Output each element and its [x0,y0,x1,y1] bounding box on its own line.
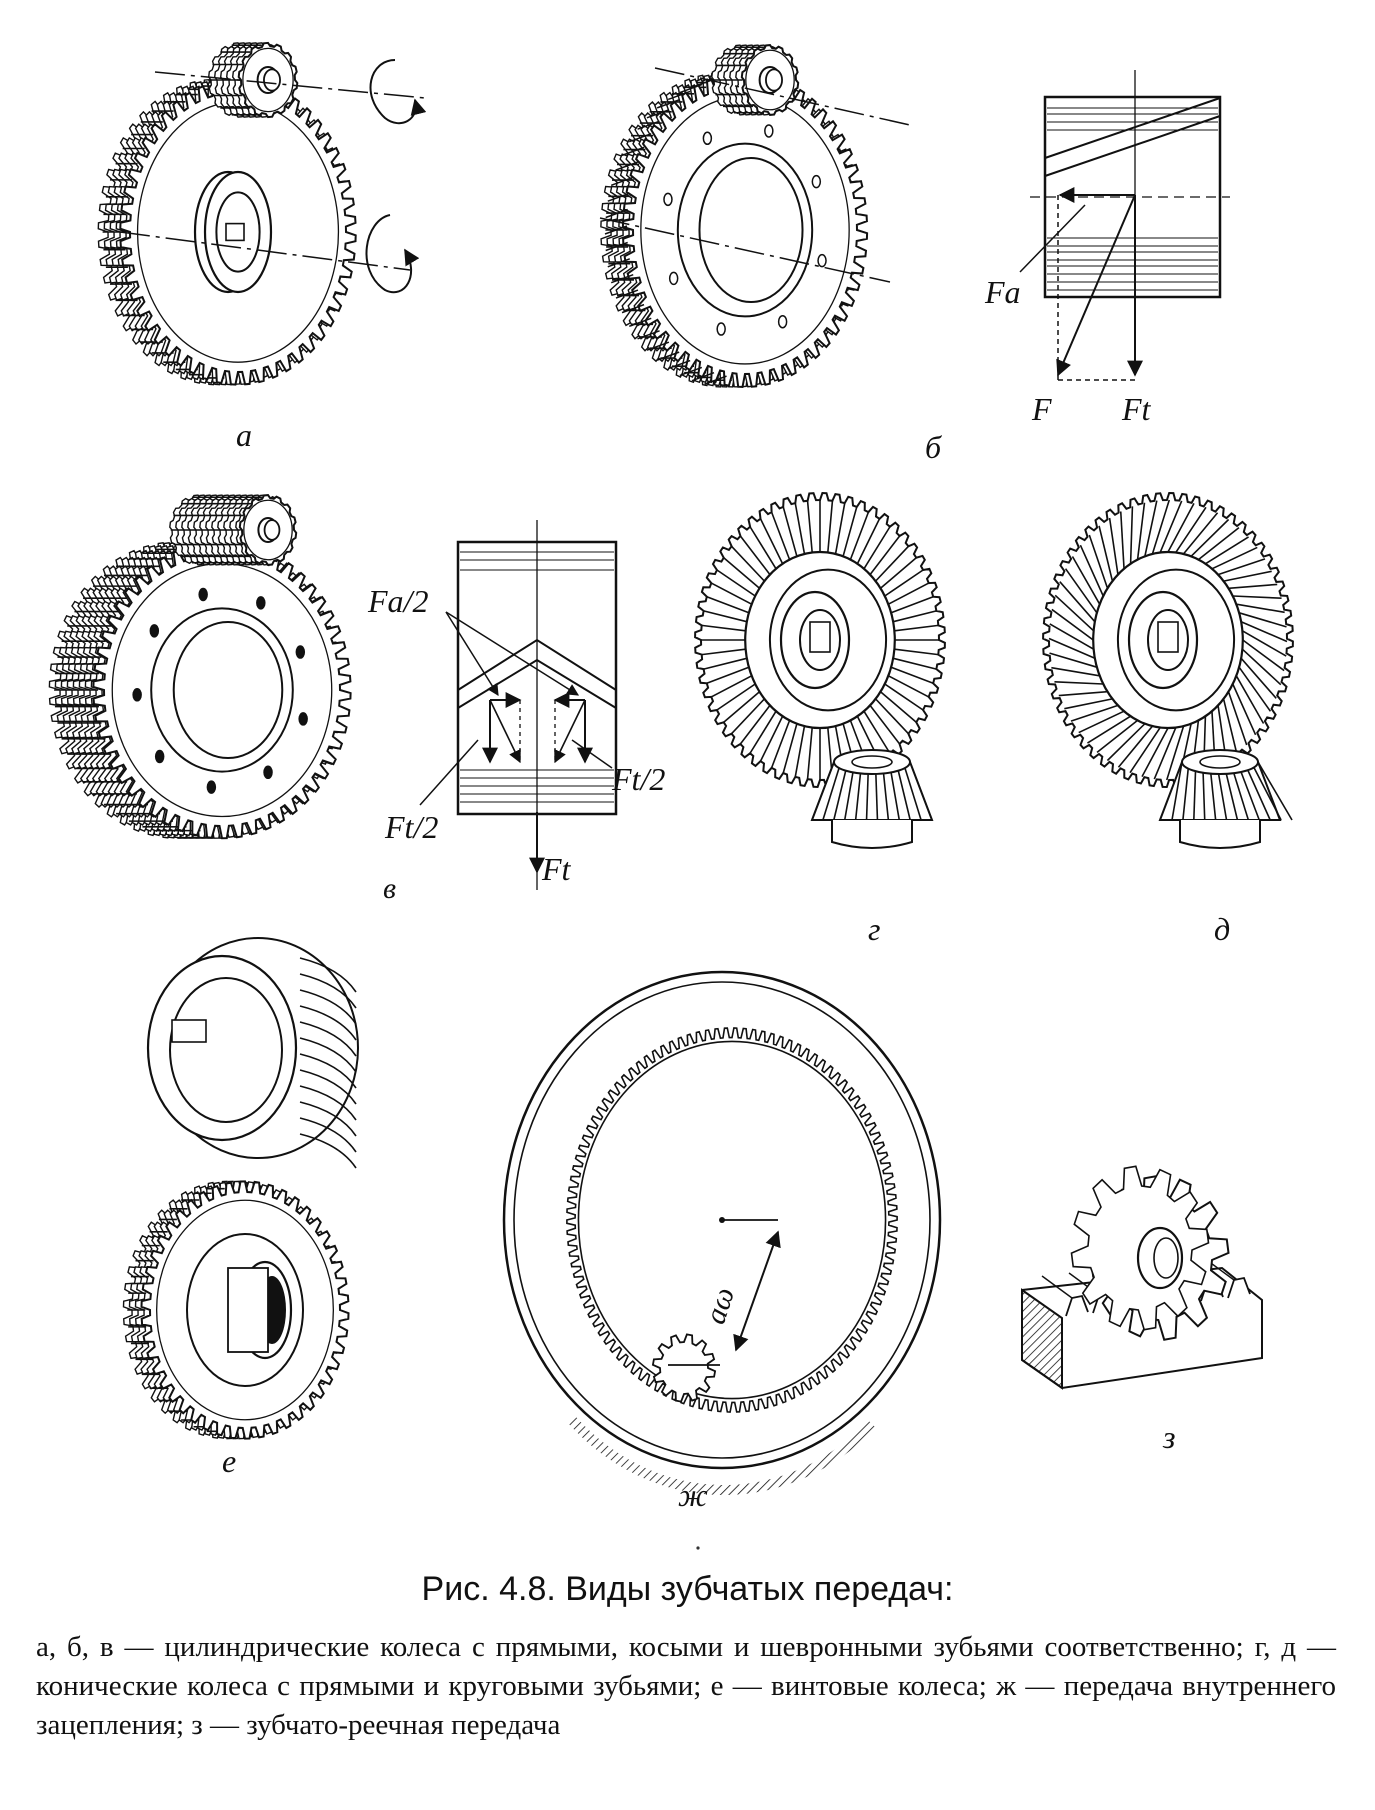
figure-caption-title: Рис. 4.8. Виды зубчатых передач: [421,1570,954,1608]
force-label-fa: Fa [984,274,1021,310]
panel-label-b: б [925,429,942,465]
panel-label-e: е [222,1443,236,1479]
helical-gear-large [600,72,869,388]
rotation-arrow-icon [365,214,420,294]
bevel-gear-spiral [1042,491,1294,849]
herringbone-gear-large [48,540,352,840]
panel-label-a: а [236,417,252,453]
panel-zh-internal-gear: aω ж [502,970,942,1513]
force-label-ft-chevron: Ft [541,851,572,887]
force-label-fa-half: Fa/2 [367,583,428,619]
panel-g-straight-bevel-gears: г [694,491,946,947]
force-label-ft: Ft [1121,391,1152,427]
herringbone-pinion-small [169,494,298,566]
spur-pinion-small [207,41,299,119]
panel-label-zh: ж [678,1477,708,1513]
hatch-lines [1047,107,1218,291]
panel-label-d: д [1214,911,1230,947]
panel-label-g: г [868,911,880,947]
force-label-ft-half-left: Ft/2 [384,809,438,845]
spur-gear-large [97,78,357,386]
herringbone-force-diagram: Fa/2 Ft/2 Ft/2 Ft [367,520,665,890]
panel-z-rack-pinion: з [1021,1165,1263,1455]
panel-label-v: в [383,872,396,905]
panel-d-spiral-bevel-gears: д [1042,491,1294,947]
bevel-gear-straight [694,491,946,849]
force-label-f: F [1031,391,1052,427]
panel-label-z: з [1162,1419,1175,1455]
panel-v-herringbone-gears: в [48,494,396,905]
panel-b-helical-gears: б [599,44,942,465]
rotation-arrow-icon [369,59,427,125]
panel-a-spur-gears: а [97,41,427,453]
screw-gear-pair [122,937,359,1440]
helical-force-diagram: Fa F Ft [984,70,1230,427]
figure-caption-text: а, б, в — цилиндрические колеса с прямым… [36,1631,1336,1741]
helical-pinion-small [711,44,800,116]
force-label-ft-half-right: Ft/2 [611,761,665,797]
internal-ring-gear [502,970,942,1496]
rack-and-pinion [1021,1165,1263,1390]
panel-e-screw-gears: е [122,937,359,1479]
